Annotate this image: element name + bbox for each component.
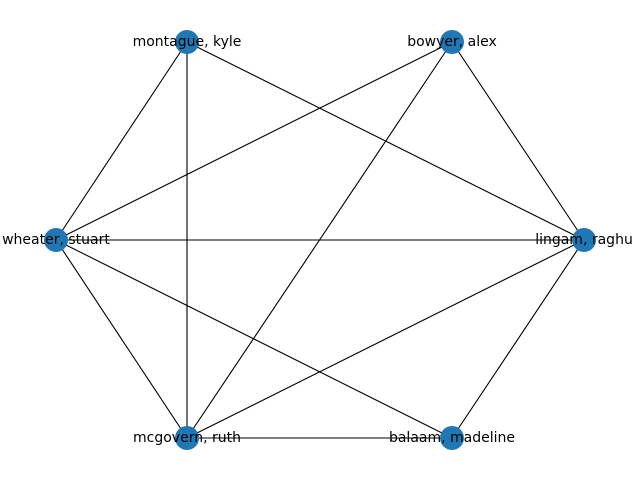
node-balaam <box>440 426 464 450</box>
node-label-wheater: wheater, stuart <box>2 232 110 248</box>
edge-bowyer-wheater <box>55 41 453 241</box>
node-label-mcgovern: mcgovern, ruth <box>133 430 241 446</box>
node-label-balaam: balaam, madeline <box>389 430 515 446</box>
node-label-montague: montague, kyle <box>133 34 242 50</box>
edges-layer <box>55 41 585 439</box>
node-bowyer <box>440 30 464 54</box>
labels-layer: montague, kyle bowyer, alex wheater, stuar… <box>2 34 633 446</box>
nodes-layer <box>44 30 596 450</box>
node-lingam <box>572 228 596 252</box>
edge-montague-wheater <box>55 41 188 241</box>
edge-bowyer-lingam <box>451 41 585 241</box>
node-mcgovern <box>175 426 199 450</box>
edge-wheater-balaam <box>55 239 453 439</box>
node-montague <box>175 30 199 54</box>
edge-wheater-mcgovern <box>55 239 188 439</box>
node-label-bowyer: bowyer, alex <box>407 34 497 50</box>
node-label-lingam: lingam, raghu <box>535 232 633 248</box>
node-wheater <box>44 228 68 252</box>
edge-lingam-mcgovern <box>186 239 585 439</box>
edge-lingam-balaam <box>451 239 585 439</box>
